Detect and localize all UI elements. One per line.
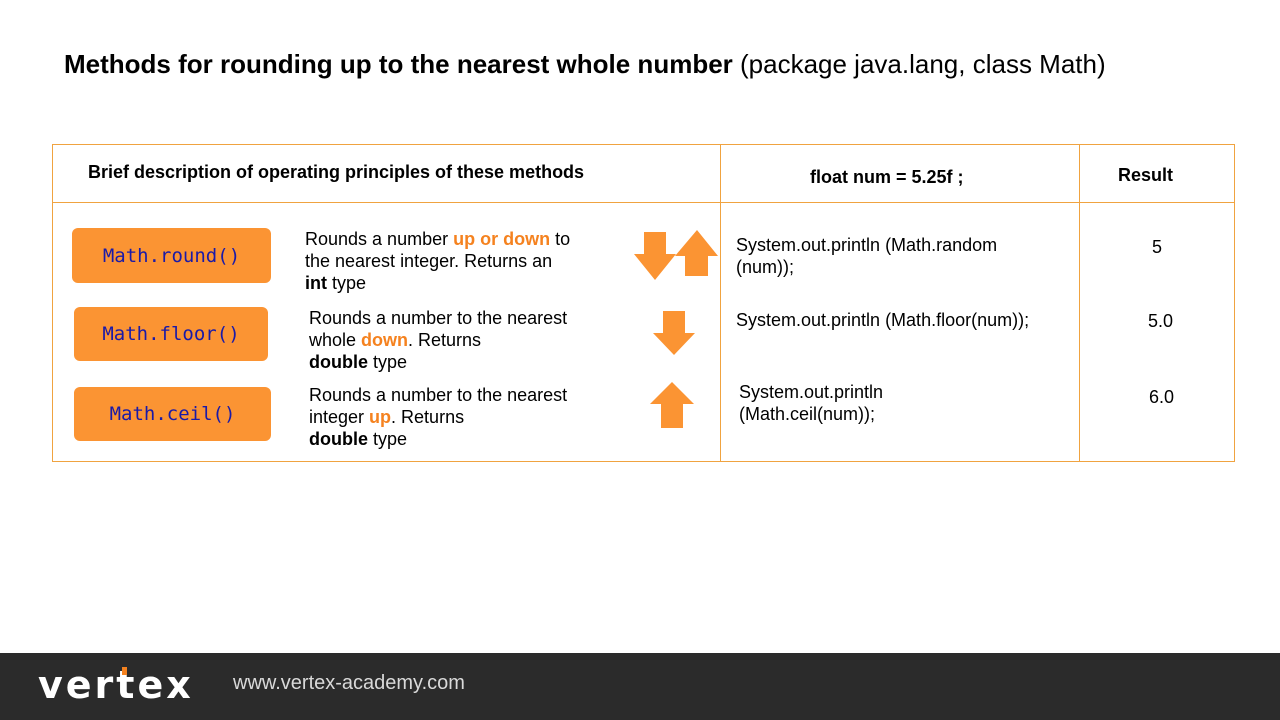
code-ceil: System.out.println (Math.ceil(num)); [739, 382, 884, 424]
column-divider-code [720, 145, 721, 461]
column-divider-result [1079, 145, 1080, 461]
round-up-down-arrows-icon [634, 230, 718, 280]
floor-down-arrow-icon [653, 311, 695, 355]
title-normal: (package java.lang, class Math) [732, 49, 1106, 79]
title-bold: Methods for rounding up to the nearest w… [64, 49, 733, 79]
header-description: Brief description of operating principle… [88, 162, 585, 182]
page-title: Methods for rounding up to the nearest w… [64, 49, 1106, 80]
description-round: Rounds a number up or down to the neares… [305, 229, 571, 293]
method-floor-button[interactable]: Math.floor() [74, 307, 268, 361]
method-ceil-button[interactable]: Math.ceil() [74, 387, 271, 441]
code-round: System.out.println (Math.random (num)); [736, 235, 998, 277]
result-floor: 5.0 [1148, 311, 1174, 331]
logo-text: vertex [38, 667, 194, 703]
description-floor: Rounds a number to the nearest whole dow… [309, 308, 568, 372]
footer-url[interactable]: www.vertex-academy.com [233, 672, 465, 694]
header-result: Result [1118, 165, 1174, 185]
logo-accent [122, 667, 127, 675]
arrow-up-icon [675, 230, 718, 276]
vertex-logo: vertex [38, 667, 194, 703]
arrow-down-icon [634, 232, 676, 280]
header-code: float num = 5.25f ; [810, 167, 964, 187]
footer-bar: vertex www.vertex-academy.com [0, 653, 1280, 720]
highlight-up: up [369, 407, 392, 427]
description-ceil: Rounds a number to the nearest integer u… [309, 385, 568, 449]
result-round: 5 [1152, 237, 1163, 257]
header-divider [53, 202, 1234, 203]
methods-table: Brief description of operating principle… [52, 144, 1235, 462]
result-ceil: 6.0 [1149, 387, 1175, 407]
highlight-down: down [361, 330, 409, 350]
code-floor: System.out.println (Math.floor(num)); [736, 310, 1030, 330]
ceil-up-arrow-icon [650, 382, 694, 428]
highlight-up-or-down: up or down [453, 229, 551, 249]
method-round-button[interactable]: Math.round() [72, 228, 271, 283]
